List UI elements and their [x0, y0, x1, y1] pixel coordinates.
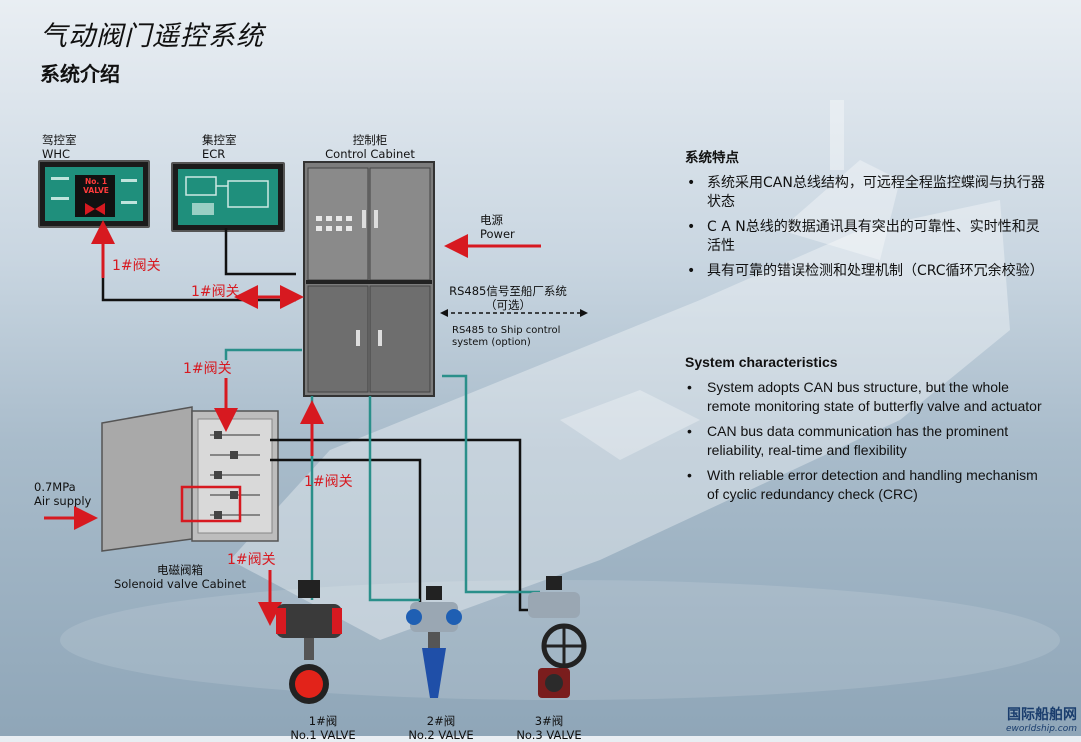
features-en-list: System adopts CAN bus structure, but the…	[685, 378, 1045, 503]
valve-3-label: 3#阀 No.3 VALVE	[504, 714, 594, 742]
whc-label: 驾控室 WHC	[42, 133, 77, 161]
rs485-label-en2: system (option)	[452, 337, 531, 348]
features-cn-panel: 系统特点 系统采用CAN总线结构，可远程全程监控蝶阀与执行器状态 C A N总线…	[685, 146, 1045, 288]
features-cn-heading: 系统特点	[685, 150, 739, 166]
rs485-en-label: RS485 to Ship control system (option)	[452, 325, 560, 349]
rs485-label-cn: RS485信号至船厂系统	[449, 284, 567, 298]
valve-2-label-cn: 2#阀	[426, 714, 456, 728]
cabinet-label-en: Control Cabinet	[325, 147, 415, 161]
whc-screen-graphic	[51, 175, 137, 217]
ecr-screen	[178, 169, 278, 225]
signal-label-4: 1#阀关	[304, 474, 353, 490]
ecr-monitor	[171, 162, 285, 232]
page-title: 气动阀门遥控系统	[40, 21, 264, 52]
valve-1-graphic	[276, 580, 342, 704]
page-subtitle: 系统介绍	[40, 62, 120, 86]
control-cabinet	[303, 161, 435, 397]
ecr-label-en: ECR	[202, 147, 226, 161]
rs485-label-en: RS485 to Ship control	[452, 325, 561, 336]
solenoid-label: 电磁阀箱 Solenoid valve Cabinet	[110, 563, 250, 591]
valve-3-label-cn: 3#阀	[534, 714, 564, 728]
rs485-label-cn2: （可选）	[485, 298, 531, 312]
valve-3-graphic	[528, 576, 587, 698]
power-label-cn: 电源	[480, 213, 503, 227]
solenoid-label-en: Solenoid valve Cabinet	[113, 577, 247, 591]
whc-label-en: WHC	[42, 147, 71, 161]
whc-screen-text-2: VALVE	[83, 186, 109, 195]
features-cn-item: C A N总线的数据通讯具有突出的可靠性、实时性和灵活性	[685, 218, 1045, 255]
cabinet-label: 控制柜 Control Cabinet	[320, 133, 420, 161]
features-en-item: System adopts CAN bus structure, but the…	[685, 378, 1045, 415]
solenoid-valve-cabinet	[101, 406, 279, 552]
features-en-item: With reliable error detection and handli…	[685, 466, 1045, 503]
valve-1-label-en: No.1 VALVE	[290, 728, 356, 742]
valve-2-label: 2#阀 No.2 VALVE	[396, 714, 486, 742]
signal-label-5: 1#阀关	[227, 552, 276, 568]
features-cn-item: 系统采用CAN总线结构，可远程全程监控蝶阀与执行器状态	[685, 174, 1045, 211]
whc-monitor: No. 1 VALVE	[38, 160, 150, 228]
whc-screen-text: No. 1 VALVE	[76, 177, 116, 195]
logo-cn: 国际船舶网	[1007, 707, 1077, 723]
valve-1-label-cn: 1#阀	[308, 714, 338, 728]
air-supply-label: 0.7MPa Air supply	[34, 480, 91, 508]
ecr-screen-graphic	[185, 176, 269, 215]
cabinet-label-cn: 控制柜	[352, 133, 388, 147]
rs485-cn-label: RS485信号至船厂系统 （可选）	[444, 284, 572, 312]
air-label-2: Air supply	[34, 494, 92, 508]
features-cn-list: 系统采用CAN总线结构，可远程全程监控蝶阀与执行器状态 C A N总线的数据通讯…	[685, 174, 1045, 281]
features-en-heading: System characteristics	[685, 354, 838, 370]
whc-screen-text-1: No. 1	[84, 177, 108, 186]
features-en-panel: System characteristics System adopts CAN…	[685, 354, 1045, 510]
logo-en: eworldship.com	[1005, 724, 1077, 734]
signal-label-2: 1#阀关	[191, 284, 240, 300]
site-logo: 国际船舶网 eworldship.com	[1006, 704, 1077, 734]
features-cn-item: 具有可靠的错误检测和处理机制（CRC循环冗余校验）	[685, 262, 1045, 281]
valve-3-label-en: No.3 VALVE	[516, 728, 582, 742]
power-label: 电源 Power	[480, 213, 515, 241]
features-en-item: CAN bus data communication has the promi…	[685, 422, 1045, 459]
power-label-en: Power	[480, 227, 515, 241]
ecr-label: 集控室 ECR	[202, 133, 237, 161]
valve-1-label: 1#阀 No.1 VALVE	[278, 714, 368, 742]
air-label-1: 0.7MPa	[34, 480, 76, 494]
signal-label-1: 1#阀关	[112, 258, 161, 274]
ecr-label-cn: 集控室	[202, 133, 237, 147]
valve-2-graphic	[406, 586, 462, 698]
whc-label-cn: 驾控室	[42, 133, 77, 147]
signal-label-3: 1#阀关	[183, 361, 232, 377]
whc-screen: No. 1 VALVE	[45, 167, 143, 221]
valve-2-label-en: No.2 VALVE	[408, 728, 474, 742]
solenoid-label-cn: 电磁阀箱	[157, 563, 203, 577]
